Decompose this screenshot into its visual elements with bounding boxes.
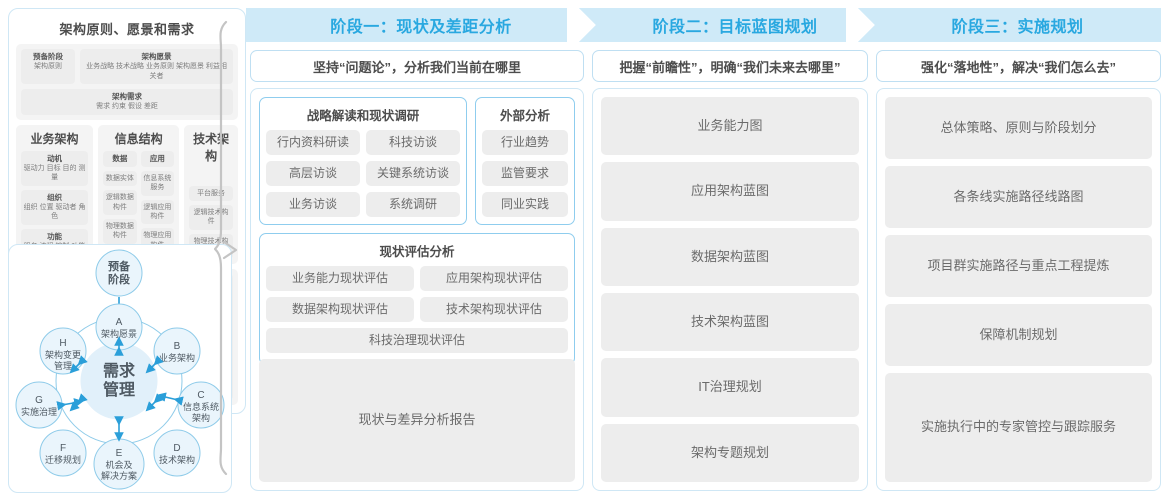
- phase-3-header-band: 阶段三：实施规划: [874, 8, 1161, 42]
- cell-preliminary-phase: 预备阶段 架构原则: [21, 49, 75, 84]
- information-structure-column: 信息结构 数据 数据实体 逻辑数据构件 物理数据构件 应用 信息系统服务 逻辑应…: [98, 124, 180, 264]
- phase-3-subtitle: 强化“落地性”，解决“我们怎么去”: [876, 50, 1161, 82]
- chip-external-2[interactable]: 同业实践: [482, 192, 568, 217]
- chip-strategy-2[interactable]: 高层访谈: [266, 161, 360, 186]
- svg-text:解决方案: 解决方案: [101, 470, 137, 481]
- adm-cycle-diagram: 需求 管理 预备 阶段 A 架构愿景 B 业务架构 C 信息系统 架构 D 技术…: [15, 249, 225, 490]
- phase-2-body-panel: 业务能力图 应用架构蓝图 数据架构蓝图 技术架构蓝图 IT治理规划 架构专题规划: [592, 88, 868, 491]
- chip-assessment-3[interactable]: 技术架构现状评估: [420, 297, 568, 322]
- svg-text:H: H: [59, 338, 66, 349]
- strategy-research-title: 战略解读和现状调研: [306, 109, 420, 123]
- phase-1-header-band: 阶段一：现状及差距分析: [246, 8, 596, 42]
- mini-data-entity: 数据实体: [103, 170, 137, 187]
- strategy-research-panel: 战略解读和现状调研 行内资料研读 科技访谈 高层访谈 关键系统访谈 业务访谈 系…: [259, 97, 467, 225]
- svg-text:实施治理: 实施治理: [21, 406, 57, 417]
- phase-1-body-panel: 战略解读和现状调研 行内资料研读 科技访谈 高层访谈 关键系统访谈 业务访谈 系…: [250, 88, 584, 491]
- external-analysis-panel: 外部分析 行业趋势 监管要求 同业实践: [475, 97, 575, 225]
- mini-logical-technology-component: 逻辑技术构件: [189, 205, 234, 230]
- phase-3-header-text: 阶段三：实施规划: [951, 19, 1084, 36]
- adm-node-b: [153, 327, 201, 375]
- svg-text:C: C: [197, 390, 204, 401]
- chip-phase3-1[interactable]: 各条线实施路径线路图: [885, 165, 1152, 228]
- cell-architecture-requirements: 架构需求 需求 约束 假设 差距: [21, 89, 233, 115]
- chip-assessment-1[interactable]: 应用架构现状评估: [420, 266, 568, 291]
- architecture-principles-block: 预备阶段 架构原则 架构愿景 业务战略 技术战略 业务原则 架构愿景 利益相关者…: [16, 44, 238, 120]
- svg-text:D: D: [173, 443, 180, 454]
- architecture-domains-row: 业务架构 动机 驱动力 目标 目的 测量 组织 组织 位置 驱动者 角色 功能 …: [16, 124, 239, 264]
- svg-text:E: E: [116, 448, 123, 459]
- svg-text:B: B: [174, 341, 181, 352]
- chevron-right-icon-2: [846, 8, 880, 42]
- svg-text:技术架构: 技术架构: [159, 454, 195, 465]
- adm-center-line2: 管理: [103, 380, 135, 399]
- chip-phase2-1[interactable]: 应用架构蓝图: [601, 162, 859, 221]
- adm-node-preliminary: [95, 249, 143, 297]
- grouping-brace-icon: [214, 20, 238, 476]
- chip-phase2-0[interactable]: 业务能力图: [601, 97, 859, 156]
- phase-1-header-text: 阶段一：现状及差距分析: [330, 19, 512, 36]
- adm-cycle-panel: 需求 管理 预备 阶段 A 架构愿景 B 业务架构 C 信息系统 架构 D 技术…: [8, 244, 232, 493]
- chip-assessment-2[interactable]: 数据架构现状评估: [266, 297, 414, 322]
- chip-strategy-4[interactable]: 业务访谈: [266, 192, 360, 217]
- phase-3-body-panel: 总体策略、原则与阶段划分 各条线实施路径线路图 项目群实施路径与重点工程提炼 保…: [876, 88, 1161, 491]
- chip-phase2-5[interactable]: 架构专题规划: [601, 423, 859, 482]
- svg-text:A: A: [116, 317, 123, 328]
- svg-text:阶段: 阶段: [108, 272, 130, 286]
- chip-strategy-1[interactable]: 科技访谈: [366, 130, 460, 155]
- svg-text:架构变更: 架构变更: [45, 349, 81, 360]
- chip-strategy-0[interactable]: 行内资料研读: [266, 130, 360, 155]
- phase-2-header-band: 阶段二：目标蓝图规划: [596, 8, 874, 42]
- chip-phase2-2[interactable]: 数据架构蓝图: [601, 227, 859, 286]
- chip-assessment-0[interactable]: 业务能力现状评估: [266, 266, 414, 291]
- external-analysis-title: 外部分析: [499, 109, 550, 123]
- current-state-assessment-panel: 现状评估分析 业务能力现状评估 应用架构现状评估 数据架构现状评估 技术架构现状…: [259, 233, 575, 365]
- svg-text:架构: 架构: [192, 412, 210, 423]
- phase-2-subtitle: 把握“前瞻性”，明确“我们未来去哪里”: [592, 50, 868, 82]
- chip-external-0[interactable]: 行业趋势: [482, 130, 568, 155]
- svg-text:G: G: [35, 395, 43, 406]
- svg-text:迁移规划: 迁移规划: [45, 454, 81, 465]
- adm-node-f: [39, 429, 87, 477]
- phase-2-header-text: 阶段二：目标蓝图规划: [652, 19, 818, 36]
- mini-information-system-service: 信息系统服务: [140, 170, 175, 196]
- business-architecture-column: 业务架构 动机 驱动力 目标 目的 测量 组织 组织 位置 驱动者 角色 功能 …: [16, 124, 94, 264]
- chip-gap-analysis-report[interactable]: 现状与差异分析报告: [259, 359, 575, 482]
- chip-assessment-wide[interactable]: 科技治理现状评估: [266, 328, 568, 353]
- chip-strategy-3[interactable]: 关键系统访谈: [366, 161, 460, 186]
- mini-physical-data-component: 物理数据构件: [103, 219, 137, 244]
- svg-text:业务架构: 业务架构: [159, 352, 195, 363]
- svg-text:机会及: 机会及: [105, 459, 132, 470]
- mini-logical-application-component: 逻辑应用构件: [140, 199, 175, 225]
- mini-application: 应用: [140, 150, 175, 167]
- chip-phase2-4[interactable]: IT治理规划: [601, 358, 859, 417]
- adm-center-line1: 需求: [103, 361, 136, 380]
- chip-phase2-3[interactable]: 技术架构蓝图: [601, 292, 859, 352]
- mini-organization: 组织 组织 位置 驱动者 角色: [21, 189, 89, 225]
- adm-node-d: [153, 429, 201, 477]
- cell-architecture-vision: 架构愿景 业务战略 技术战略 业务原则 架构愿景 利益相关者: [80, 49, 233, 84]
- chip-phase3-4[interactable]: 实施执行中的专家管控与跟踪服务: [885, 372, 1152, 482]
- chip-external-1[interactable]: 监管要求: [482, 161, 568, 186]
- current-state-assessment-title: 现状评估分析: [379, 245, 455, 259]
- svg-text:架构愿景: 架构愿景: [101, 328, 137, 339]
- chevron-right-icon-1: [567, 8, 601, 42]
- mini-logical-data-component: 逻辑数据构件: [103, 190, 137, 215]
- phase-1-subtitle: 坚持“问题论”，分析我们当前在哪里: [250, 50, 584, 82]
- framework-title: 架构原则、愿景和需求: [59, 22, 195, 37]
- mini-motivation: 动机 驱动力 目标 目的 测量: [21, 150, 89, 186]
- chip-phase3-2[interactable]: 项目群实施路径与重点工程提炼: [885, 234, 1152, 297]
- mini-data: 数据: [103, 150, 137, 167]
- chip-strategy-5[interactable]: 系统调研: [366, 192, 460, 217]
- chip-phase3-0[interactable]: 总体策略、原则与阶段划分: [885, 97, 1152, 159]
- svg-text:管理: 管理: [54, 360, 72, 371]
- svg-text:F: F: [60, 443, 66, 454]
- chip-phase3-3[interactable]: 保障机制规划: [885, 303, 1152, 366]
- svg-text:信息系统: 信息系统: [183, 401, 219, 412]
- svg-text:预备: 预备: [108, 259, 131, 273]
